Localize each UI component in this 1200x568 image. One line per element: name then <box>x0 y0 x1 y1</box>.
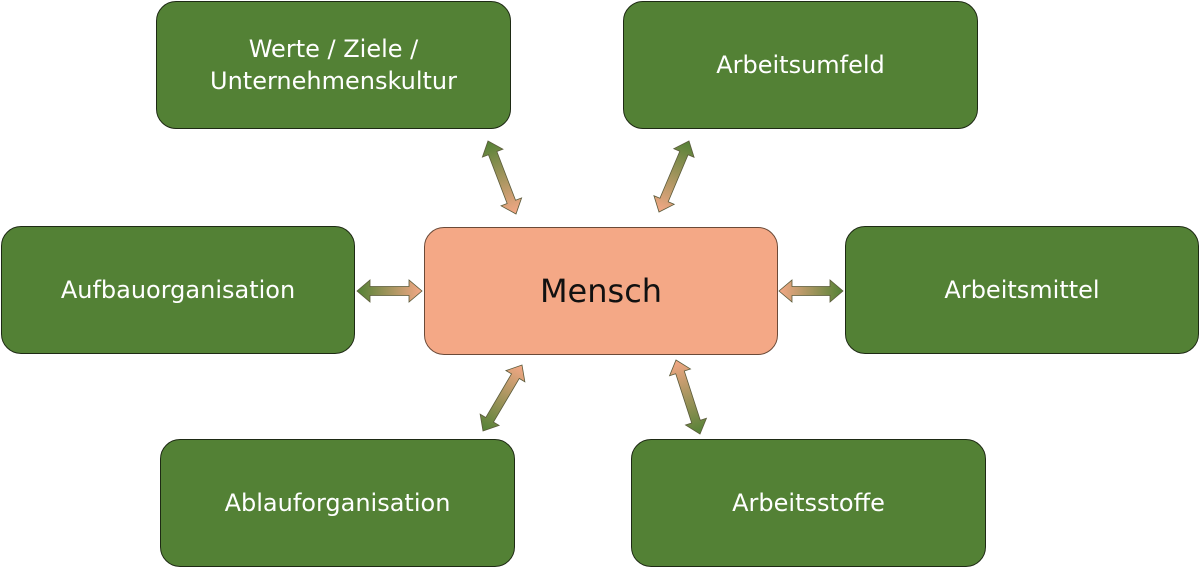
center-label: Mensch <box>539 272 663 310</box>
node-arbeitsstoffe: Arbeitsstoffe <box>631 439 986 567</box>
node-label: Arbeitsumfeld <box>716 51 885 79</box>
arrow-top-right <box>653 140 695 213</box>
node-aufbauorganisation: Aufbauorganisation <box>1 226 355 354</box>
arrow-mid-left <box>356 279 423 303</box>
node-ablauforganisation: Ablauforganisation <box>160 439 515 567</box>
arrow-bottom-left <box>479 364 526 432</box>
arrow-top-left <box>481 140 523 215</box>
node-label: Ablauforganisation <box>224 489 451 517</box>
node-label: Werte / Ziele / Unternehmenskultur <box>210 35 457 95</box>
node-mensch-center: Mensch <box>424 227 778 355</box>
node-label: Arbeitsmittel <box>944 276 1100 304</box>
arrow-mid-right <box>778 279 844 303</box>
node-label: Arbeitsstoffe <box>732 489 885 517</box>
node-werte-ziele-unternehmenskultur: Werte / Ziele / Unternehmenskultur <box>156 1 511 129</box>
node-label: Aufbauorganisation <box>60 276 296 304</box>
node-arbeitsmittel: Arbeitsmittel <box>845 226 1199 354</box>
arrow-bottom-right <box>668 359 708 435</box>
node-arbeitsumfeld: Arbeitsumfeld <box>623 1 978 129</box>
